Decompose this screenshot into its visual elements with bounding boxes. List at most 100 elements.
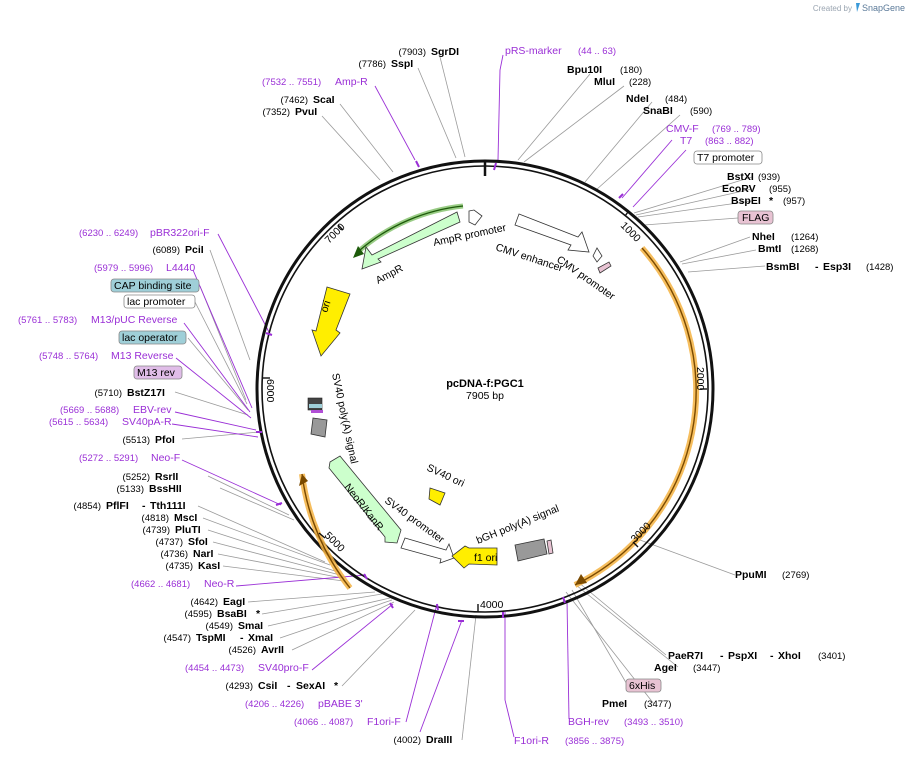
label-neo-f[interactable]: (5272 .. 5291) Neo-F xyxy=(79,452,180,464)
label-nhei[interactable]: NheI (1264) xyxy=(752,231,818,243)
label-cap-binding-site[interactable]: CAP binding site xyxy=(110,278,200,293)
label-l4440[interactable]: (5979 .. 5996) L4440 xyxy=(94,262,195,274)
snapgene-logo-icon xyxy=(856,3,860,12)
label-sfoi[interactable]: (4737) SfoI xyxy=(156,536,208,548)
label-ndei[interactable]: NdeI (484) xyxy=(626,93,687,105)
pmei-pos: (3477) xyxy=(644,699,671,710)
prs-marker-name: pRS-marker xyxy=(505,45,562,57)
f1-ori-feature xyxy=(451,545,498,569)
smai-pos: (4549) xyxy=(206,621,233,632)
scai-pos: (7462) xyxy=(281,95,308,106)
msci-name: MscI xyxy=(174,512,197,524)
label-pbr322ori-f[interactable]: (6230 .. 6249) pBR322ori-F xyxy=(79,227,210,239)
label-flag[interactable]: FLAG xyxy=(737,210,774,225)
cmv-promoter-label: CMV promoter xyxy=(554,254,617,303)
label-eagi[interactable]: (4642) EagI xyxy=(191,596,246,608)
label-lac-operator[interactable]: lac operator xyxy=(118,330,187,345)
label-pcii[interactable]: (6089) PciI xyxy=(153,244,204,256)
label-ppumi[interactable]: PpuMI (2769) xyxy=(735,569,809,581)
smai-name: SmaI xyxy=(238,620,263,632)
label-scai[interactable]: (7462) ScaI xyxy=(281,94,335,106)
insert-arrowhead xyxy=(575,574,587,585)
label-m13-puc-reverse[interactable]: (5761 .. 5783) M13/pUC Reverse xyxy=(18,314,178,326)
label-paer7i[interactable]: PaeR7I - PspXI - XhoI (3401) xyxy=(668,650,845,662)
label-6xhis[interactable]: 6xHis xyxy=(625,678,662,693)
label-smai[interactable]: (4549) SmaI xyxy=(206,620,264,632)
label-m13-rev-feature[interactable]: M13 rev xyxy=(133,365,183,380)
bspei-name: BspEI xyxy=(731,195,761,207)
label-pflfi[interactable]: (4854) PflFI - Tth111I xyxy=(74,500,186,512)
label-bsmbi[interactable]: BsmBI - Esp3I (1428) xyxy=(766,261,893,273)
avrii-pos: (4526) xyxy=(229,645,256,656)
label-bspei[interactable]: BspEI * (957) xyxy=(731,195,805,207)
csii-sep: - xyxy=(287,680,291,692)
m13rev-pos: (5748 .. 5764) xyxy=(39,351,98,362)
plasmid-name: pcDNA-f:PGC1 xyxy=(446,378,524,390)
pvui-pos: (7352) xyxy=(263,107,290,118)
flag-name: FLAG xyxy=(742,212,769,224)
label-pvui[interactable]: (7352) PvuI xyxy=(263,106,318,118)
label-lac-promoter[interactable]: lac promoter xyxy=(123,294,196,309)
eagi-pos: (4642) xyxy=(191,597,218,608)
label-csii[interactable]: (4293) CsiI - SexAI * xyxy=(226,680,339,692)
pflfi-pos: (4854) xyxy=(74,501,101,512)
label-nari[interactable]: (4736) NarI xyxy=(161,548,214,560)
label-pfoi[interactable]: (5513) PfoI xyxy=(123,434,175,446)
label-msci[interactable]: (4818) MscI xyxy=(142,512,198,524)
his6-name: 6xHis xyxy=(629,680,655,692)
label-bsshii[interactable]: (5133) BssHII xyxy=(117,483,182,495)
paer7i-sep2: - xyxy=(770,650,774,662)
pflfi-name: PflFI xyxy=(106,500,129,512)
m13rev-feature xyxy=(311,410,323,413)
label-ecorv[interactable]: EcoRV (955) xyxy=(722,183,791,195)
label-pbabe3[interactable]: (4206 .. 4226) pBABE 3' xyxy=(245,698,363,710)
label-pmei[interactable]: PmeI (3477) xyxy=(602,698,671,710)
label-t7-promoter[interactable]: T7 promoter xyxy=(693,150,763,165)
label-t7[interactable]: T7 (863 .. 882) xyxy=(680,135,754,147)
tick-1000: 1000 xyxy=(618,220,643,245)
label-bmti[interactable]: BmtI (1268) xyxy=(758,243,818,255)
label-kasi[interactable]: (4735) KasI xyxy=(166,560,221,572)
bsshii-name: BssHII xyxy=(149,483,182,495)
label-agei[interactable]: AgeI (3447) xyxy=(654,662,720,674)
pbabe-pos: (4206 .. 4226) xyxy=(245,699,304,710)
label-bsabi[interactable]: (4595) BsaBI * xyxy=(185,608,261,620)
label-sspi[interactable]: (7786) SspI xyxy=(359,58,414,70)
label-prs-marker[interactable]: pRS-marker (44 .. 63) xyxy=(505,45,616,57)
label-bpu10i[interactable]: Bpu10I (180) xyxy=(567,64,642,76)
label-f1ori-r[interactable]: F1ori-R (3856 .. 3875) xyxy=(514,735,624,747)
label-bstz17i[interactable]: (5710) BstZ17I xyxy=(95,387,165,399)
label-avrii[interactable]: (4526) AvrII xyxy=(229,644,285,656)
label-rsrii[interactable]: (5252) RsrII xyxy=(123,471,179,483)
label-pluti[interactable]: (4739) PluTI xyxy=(143,524,201,536)
m13rev-feat-name: M13 rev xyxy=(137,367,176,379)
pcii-pos: (6089) xyxy=(153,245,180,256)
bstz17i-pos: (5710) xyxy=(95,388,122,399)
inner-features xyxy=(307,209,612,569)
label-snabi[interactable]: SnaBI (590) xyxy=(643,105,712,117)
pbr322-pos: (6230 .. 6249) xyxy=(79,228,138,239)
label-draiii[interactable]: (4002) DraIII xyxy=(394,734,453,746)
nhei-pos: (1264) xyxy=(791,232,818,243)
f1orif-name: F1ori-F xyxy=(367,716,401,728)
ndei-pos: (484) xyxy=(665,94,687,105)
label-amp-r[interactable]: (7532 .. 7551) Amp-R xyxy=(262,76,368,88)
label-tspmi[interactable]: (4547) TspMI - XmaI xyxy=(164,632,274,644)
label-bstxi[interactable]: BstXI (939) xyxy=(727,171,780,183)
label-sgrdi[interactable]: (7903) SgrDI xyxy=(399,46,460,58)
label-mlui[interactable]: MluI (228) xyxy=(594,76,651,88)
ampr-label: AmpR xyxy=(374,262,406,286)
label-ebv-rev[interactable]: (5669 .. 5688) EBV-rev xyxy=(60,404,172,416)
label-sv40pro-f[interactable]: (4454 .. 4473) SV40pro-F xyxy=(185,662,309,674)
label-f1ori-f[interactable]: (4066 .. 4087) F1ori-F xyxy=(294,716,401,728)
label-sv40pa-r[interactable]: (5615 .. 5634) SV40pA-R xyxy=(49,416,172,428)
bsmbi-name: BsmBI xyxy=(766,261,799,273)
bstz17i-name: BstZ17I xyxy=(127,387,165,399)
label-m13-reverse[interactable]: (5748 .. 5764) M13 Reverse xyxy=(39,350,174,362)
prs-marker-pos: (44 .. 63) xyxy=(578,46,616,57)
label-neo-r[interactable]: (4662 .. 4681) Neo-R xyxy=(131,578,235,590)
label-bgh-rev[interactable]: BGH-rev (3493 .. 3510) xyxy=(568,716,683,728)
label-cmv-f[interactable]: CMV-F (769 .. 789) xyxy=(666,123,761,135)
snapgene-credit: Created by SnapGene xyxy=(813,3,905,13)
